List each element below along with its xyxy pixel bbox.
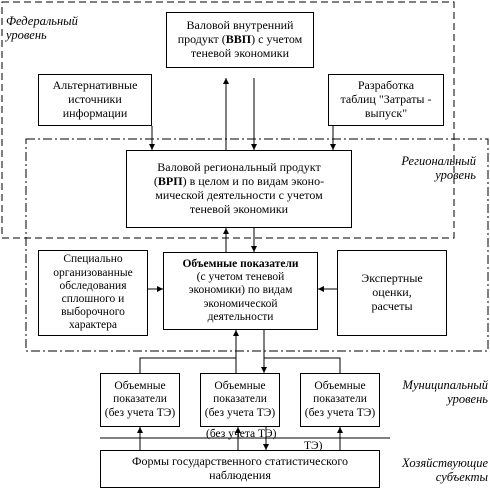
overlap-label-1: (без учета ТЭ) [206,428,277,440]
overlap-label-2: ТЭ) [304,440,323,452]
municipal-indicators-box-3: Объемные показатели (без учета ТЭ) [300,373,380,427]
connector-muni-left [139,357,236,373]
federal-level-label: Федеральный уровень [6,14,78,43]
regional-level-label: Региональный уровень [401,154,476,183]
alternative-sources-box: Альтернативные источники информации [38,74,152,126]
municipal-indicators-box-2: Объемные показатели (без учета ТЭ) [200,373,280,427]
special-surveys-box: Специально организованные обследования с… [38,250,148,336]
grp-box: Валовой региональный продукт (ВРП) в цел… [126,150,352,228]
municipal-level-label: Муниципальный уровень [402,378,488,407]
io-tables-box: Разработка таблиц "Затраты - выпуск" [328,74,444,126]
gdp-box: Валовой внутренний продукт (ВВП) с учето… [166,12,314,68]
volume-indicators-box: Объемные показатели (с учетом теневой эк… [163,252,318,330]
municipal-indicators-box-1: Объемные показатели (без учета ТЭ) [100,373,180,427]
statistical-forms-box: Формы государственного статистического н… [100,450,380,488]
connector-muni-right [264,357,341,373]
expert-estimates-box: Экспертные оценки, расчеты [337,250,447,336]
regional-level-frame [25,138,489,352]
federal-level-frame [1,1,455,239]
economic-entities-label: Хозяйствующие субъекты [401,456,488,485]
